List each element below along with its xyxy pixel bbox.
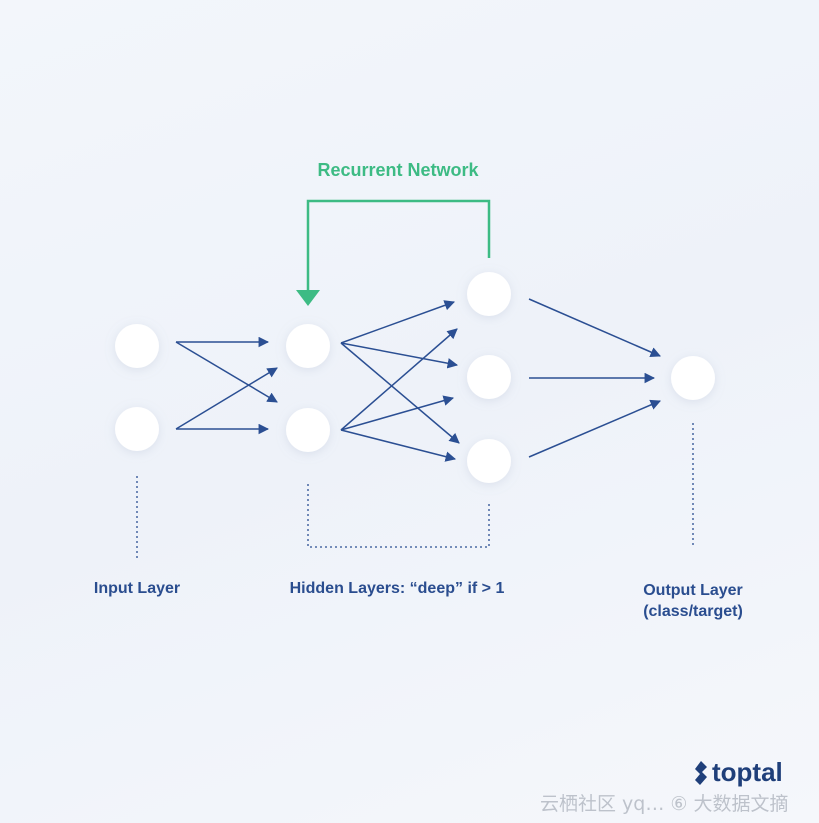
hidden-hidden-connections xyxy=(340,300,460,462)
recurrent-network-title: Recurrent Network xyxy=(317,160,479,180)
recurrent-arrowhead xyxy=(296,290,320,306)
toptal-brand: toptal xyxy=(692,757,783,788)
watermark-text: 云栖社区 yq… ⑥ 大数据文摘 xyxy=(540,793,789,815)
toptal-brand-text: toptal xyxy=(712,757,783,787)
input-layer-label: Input Layer xyxy=(93,580,181,597)
input-hidden-connections xyxy=(175,336,278,435)
hidden-layers-label: Hidden Layers: “deep” if > 1 xyxy=(289,580,505,597)
hidden2-node-3 xyxy=(467,439,511,483)
input-node-2 xyxy=(115,407,159,451)
output-layer-label-line2: (class/target) xyxy=(643,603,743,620)
output-layer-label-line1: Output Layer xyxy=(643,582,743,599)
toptal-logo-icon xyxy=(695,760,707,785)
hidden1-node-1 xyxy=(286,324,330,368)
hidden1-node-2 xyxy=(286,408,330,452)
hidden2-node-2 xyxy=(467,355,511,399)
hidden-output-connections xyxy=(528,298,661,458)
hidden2-node-1 xyxy=(467,272,511,316)
output-layer-label: Output Layer (class/target) xyxy=(613,580,773,622)
hidden-dotted-bracket xyxy=(307,484,490,548)
input-node-1 xyxy=(115,324,159,368)
recurrent-loop xyxy=(306,199,491,290)
output-node xyxy=(671,356,715,400)
